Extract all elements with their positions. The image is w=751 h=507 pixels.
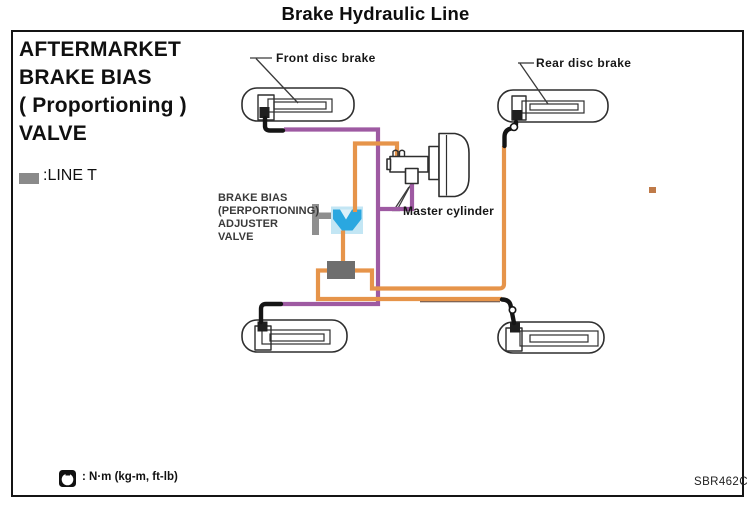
page-title: Brake Hydraulic Line — [281, 3, 470, 24]
rear-disc-brake-bottom — [497, 321, 605, 354]
line-t-legend-label: :LINE T — [43, 167, 97, 184]
line-t-swatch-icon — [19, 173, 39, 184]
figure-border — [11, 30, 744, 497]
front-disc-brake-bottom — [241, 319, 348, 353]
torque-symbol-icon — [59, 470, 76, 487]
adjuster-valve-label-line: (PERPORTIONING) — [218, 205, 320, 217]
front-disc-brake-label: Front disc brake — [276, 51, 376, 65]
master-cylinder-label: Master cylinder — [403, 204, 495, 218]
brake-hoses — [258, 115, 519, 326]
front-disc-brake-top — [241, 87, 355, 122]
front-brake-line — [281, 127, 415, 307]
brake-bias-adjuster-valve — [312, 204, 363, 235]
adjuster-valve-label-line: VALVE — [218, 231, 254, 243]
figure-code: SBR462C — [694, 476, 748, 488]
torque-unit-note: : N·m (kg-m, ft-lb) — [82, 471, 178, 483]
rear-disc-brake-label: Rear disc brake — [536, 56, 632, 70]
overlay-heading-line: VALVE — [19, 122, 87, 145]
overlay-heading-line: ( Proportioning ) — [19, 94, 187, 117]
rear-disc-brake-top — [497, 89, 609, 123]
adjuster-valve-label-line: ADJUSTER — [218, 218, 279, 230]
scan-artifact-dot — [649, 187, 656, 193]
overlay-heading-line: AFTERMARKET — [19, 38, 182, 61]
master-cylinder — [386, 132, 470, 198]
overlay-heading-line: BRAKE BIAS — [19, 66, 152, 89]
line-t-junction — [327, 261, 355, 279]
adjuster-valve-label-line: BRAKE BIAS — [218, 192, 288, 204]
